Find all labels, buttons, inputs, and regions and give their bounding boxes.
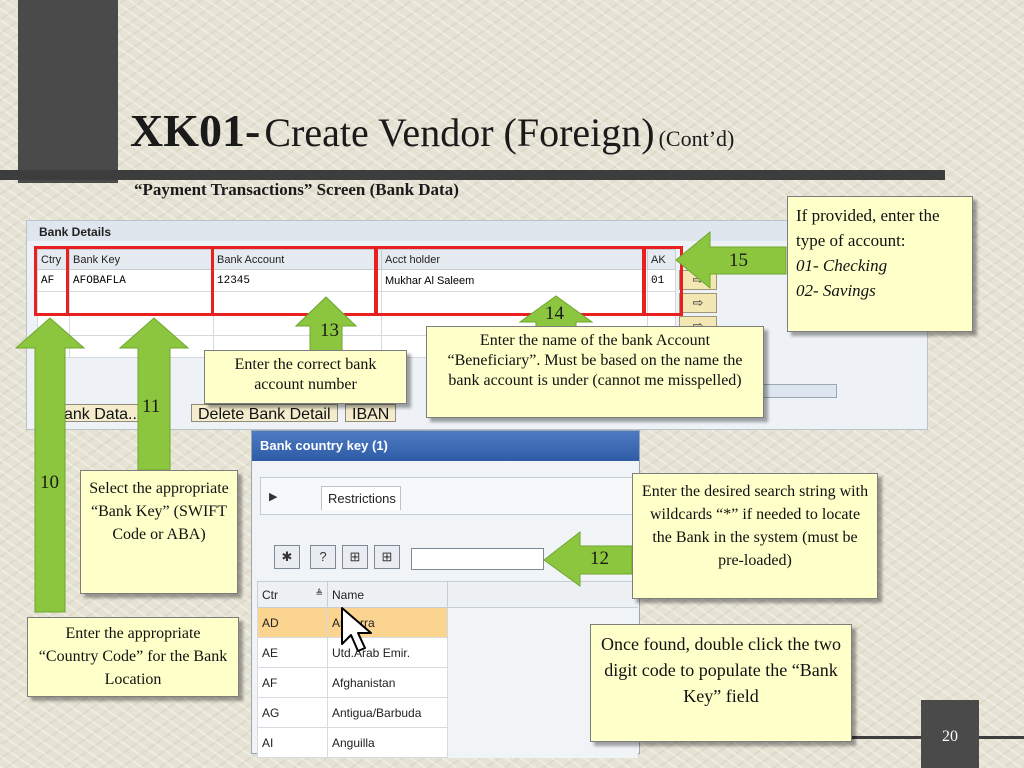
col-bank-key: Bank Key [69, 249, 214, 270]
title-rule [0, 170, 945, 180]
step-number-14: 14 [545, 303, 564, 324]
step-number-12: 12 [590, 548, 609, 569]
sort-icon: ≜ [315, 587, 323, 598]
tab-restrictions[interactable]: Restrictions [321, 486, 401, 510]
restrictions-bar: ▶ Restrictions [260, 477, 640, 515]
col-filler [447, 581, 638, 608]
country-code[interactable]: AD [257, 607, 328, 638]
title-suffix: (Cont’d) [658, 126, 735, 151]
empty-cell[interactable] [647, 291, 676, 314]
step-number-11: 11 [142, 396, 161, 417]
page-number: 20 [921, 700, 979, 768]
arrow-12 [543, 530, 633, 587]
empty-cell[interactable] [213, 291, 382, 314]
col-ak: AK [647, 249, 676, 270]
table-row [37, 291, 676, 314]
ak-cell[interactable]: 01 [647, 269, 676, 292]
callout-country-code: Enter the appropriate “Country Code” for… [27, 617, 239, 697]
empty-cell[interactable] [69, 291, 214, 314]
callout-search-string: Enter the desired search string with wil… [632, 473, 878, 599]
delete-bank-detail-button[interactable]: Delete Bank Detail [191, 404, 338, 423]
table-row: AF AFOBAFLA 12345 Mukhar Al Saleem 01 [37, 269, 676, 292]
bank-account-cell[interactable]: 12345 [213, 269, 382, 292]
find-icon[interactable]: ⊞ [342, 545, 368, 569]
bank-key-cell[interactable]: AFOBAFLA [69, 269, 214, 292]
search-input[interactable] [411, 548, 544, 570]
mouse-cursor-icon [341, 607, 372, 652]
acct-holder-cell[interactable]: Mukhar Al Saleem [381, 269, 648, 292]
arrow-14 [518, 295, 594, 329]
title-code: XK01- [130, 105, 261, 156]
bank-buttons: ank Data... Delete Bank Detail IBAN [41, 404, 441, 424]
col-ctr-label: Ctr [262, 587, 278, 602]
country-name: Anguilla [327, 727, 448, 758]
arrow-right-icon: ⇨ [680, 317, 716, 335]
callout-double-click: Once found, double click the two digit c… [590, 624, 852, 742]
iban-button[interactable]: IBAN [345, 404, 397, 423]
country-name: Utd.Arab Emir. [327, 637, 448, 668]
slide-title: XK01- Create Vendor (Foreign) (Cont’d) [130, 104, 734, 157]
callout-option-checking: 01- Checking [796, 256, 888, 275]
find-next-icon[interactable]: ⊞ [374, 545, 400, 569]
expand-triangle-icon[interactable]: ▶ [269, 491, 278, 503]
country-code[interactable]: AI [257, 727, 328, 758]
callout-option-savings: 02- Savings [796, 281, 876, 300]
callout-bank-key: Select the appropriate “Bank Key” (SWIFT… [80, 470, 238, 594]
help-icon[interactable]: ? [310, 545, 336, 569]
step-number-10: 10 [40, 472, 59, 493]
bank-data-button[interactable]: ank Data... [57, 404, 149, 423]
empty-cell[interactable] [37, 291, 70, 314]
left-decor-bar [18, 0, 118, 183]
ctry-cell[interactable]: AF [37, 269, 70, 292]
callout-acct-holder: Enter the name of the bank Account “Bene… [426, 326, 764, 418]
arrow-11 [118, 317, 190, 471]
arrow-10 [14, 317, 86, 613]
callout-text: If provided, enter the type of account: [796, 206, 940, 250]
empty-cell[interactable] [69, 313, 214, 336]
callout-bank-account: Enter the correct bank account number [204, 350, 407, 404]
execute-icon[interactable]: ✱ [274, 545, 300, 569]
slide-subtitle: “Payment Transactions” Screen (Bank Data… [134, 180, 459, 199]
step-number-13: 13 [320, 320, 339, 341]
country-code[interactable]: AG [257, 697, 328, 728]
arrow-right-icon: ⇨ [692, 295, 704, 310]
arrow-15 [675, 230, 787, 290]
country-code[interactable]: AE [257, 637, 328, 668]
col-bank-account: Bank Account [213, 249, 382, 270]
detail-arrow-button[interactable]: ⇨ [679, 293, 717, 313]
title-main: Create Vendor (Foreign) [264, 110, 655, 155]
step-number-15: 15 [729, 250, 748, 271]
country-code[interactable]: AF [257, 667, 328, 698]
col-acct-holder: Acct holder [381, 249, 648, 270]
callout-account-type: If provided, enter the type of account: … [787, 196, 973, 332]
arrow-right-icon: ⇨ [692, 272, 704, 287]
arrow-13 [294, 296, 358, 353]
col-ctr[interactable]: Ctr ≜ [257, 581, 328, 608]
dialog-title: Bank country key (1) [252, 431, 639, 461]
country-name: Afghanistan [327, 667, 448, 698]
highlight-ak [643, 246, 683, 316]
bank-details-header: Bank Details [27, 221, 927, 241]
